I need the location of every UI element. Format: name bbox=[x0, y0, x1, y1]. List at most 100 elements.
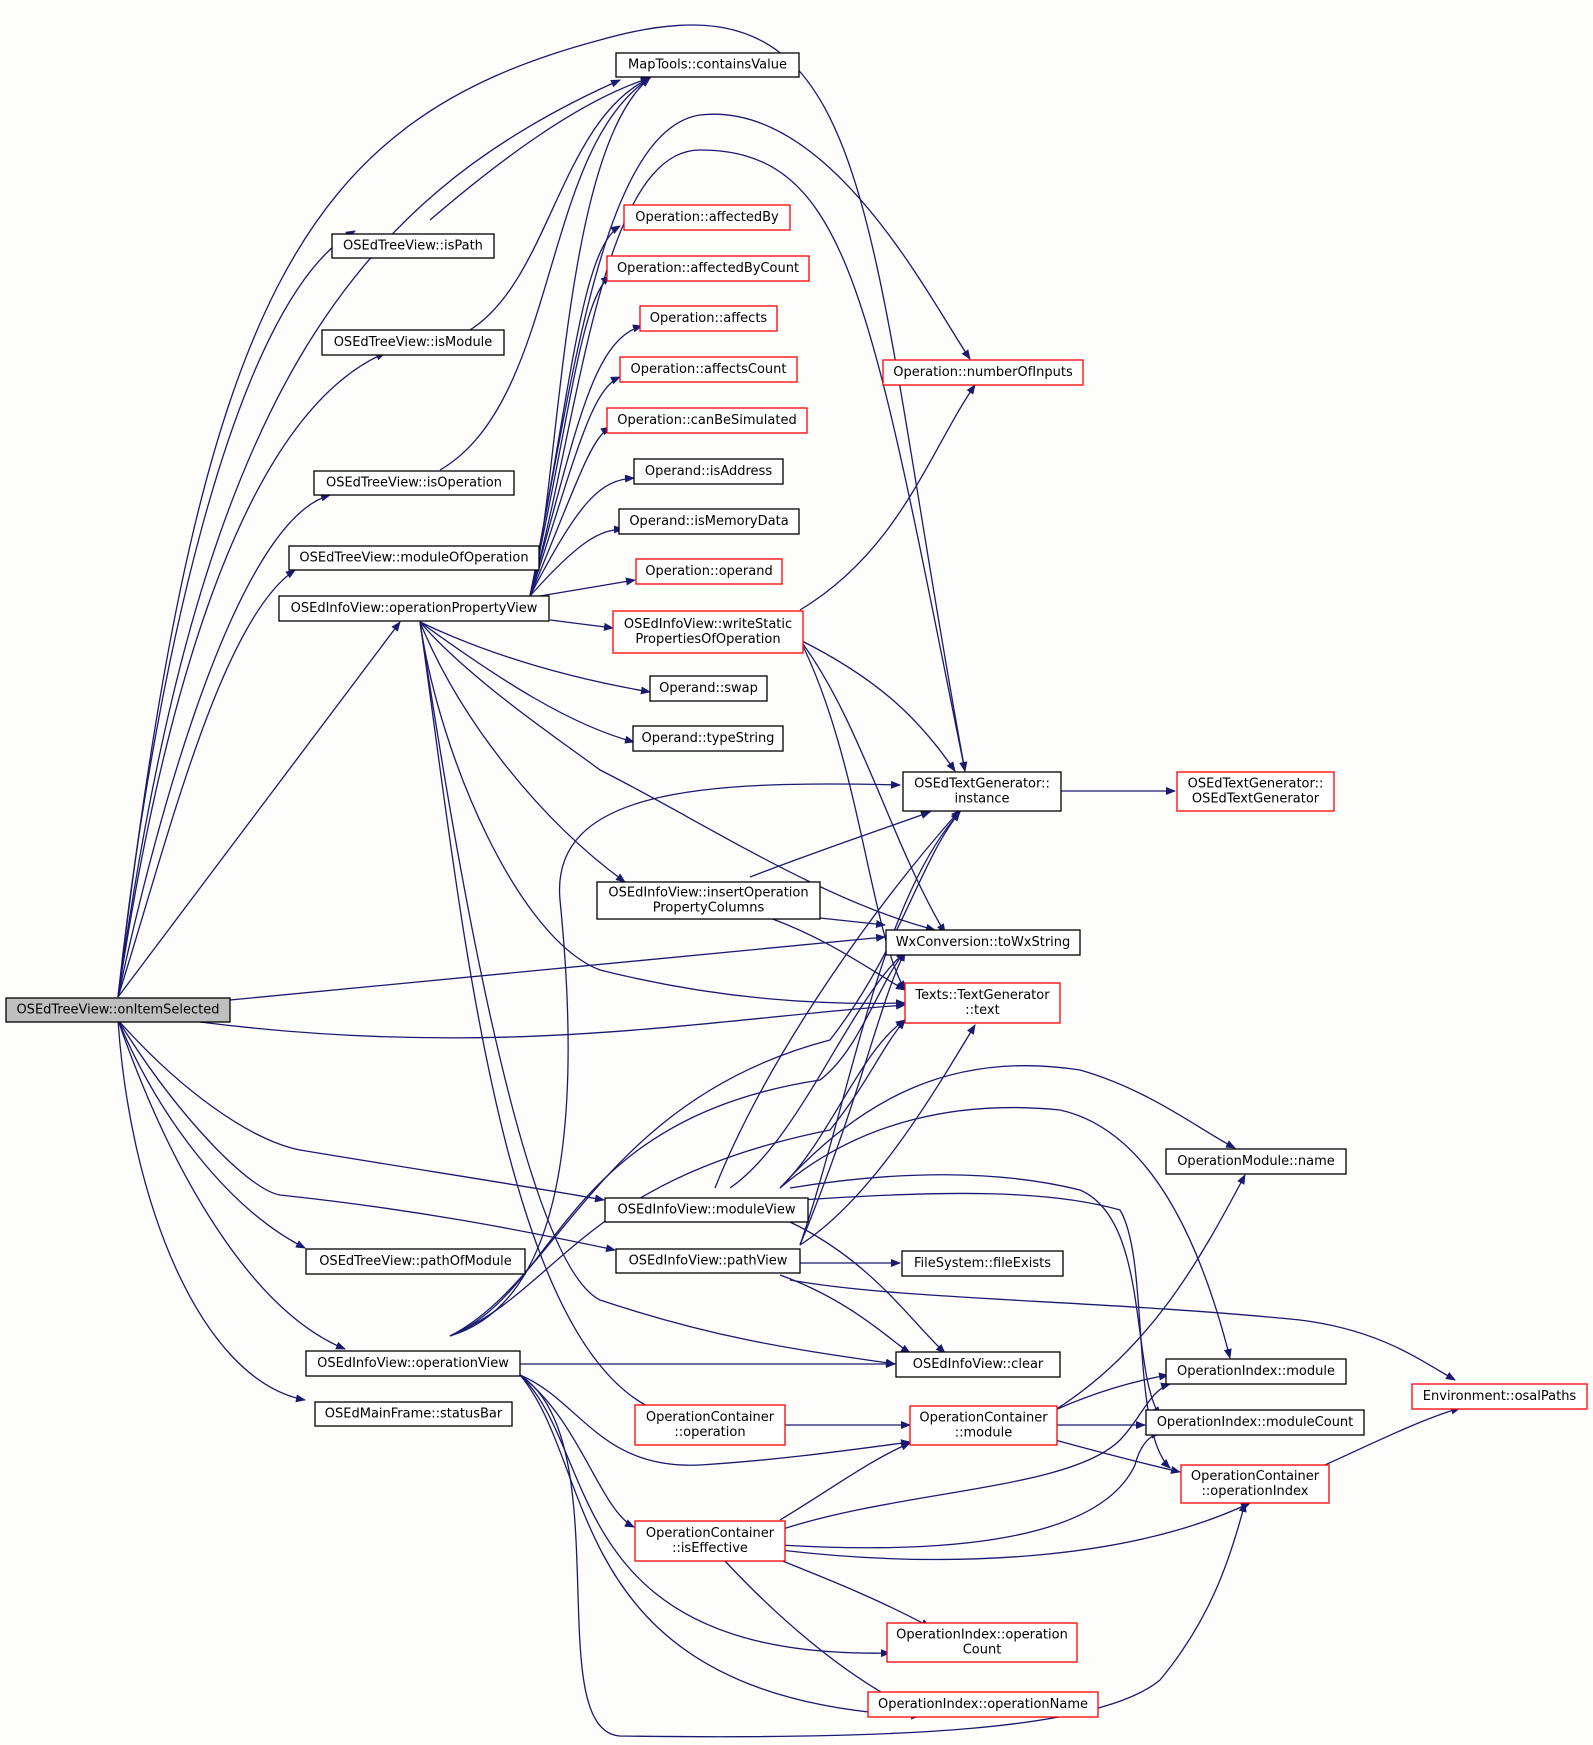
node-label: OSEdTreeView::isOperation bbox=[326, 476, 502, 491]
edge-ocModule-omName bbox=[1054, 1174, 1246, 1411]
edge-pv-textGenText bbox=[799, 1024, 976, 1246]
node-label: OSEdTreeView::moduleOfOperation bbox=[299, 551, 528, 566]
node-writeStatic[interactable]: OSEdInfoView::writeStaticPropertiesOfOpe… bbox=[612, 610, 804, 654]
node-insertColumns[interactable]: OSEdInfoView::insertOperationPropertyCol… bbox=[596, 881, 821, 920]
node-omName[interactable]: OperationModule::name bbox=[1165, 1148, 1347, 1175]
edge-ov-ocModule bbox=[519, 1374, 911, 1466]
edge-pv-clear bbox=[779, 1274, 911, 1354]
edge-ocIsEffective-oiOperationName bbox=[724, 1560, 896, 1701]
edge-ov-ocOperationIndex bbox=[519, 1374, 1247, 1738]
node-pathView[interactable]: OSEdInfoView::pathView bbox=[615, 1248, 801, 1274]
node-canBeSimulated[interactable]: Operation::canBeSimulated bbox=[606, 407, 808, 434]
edge-opv-clear bbox=[419, 621, 896, 1367]
edge-onitemselected-textGenText bbox=[199, 1001, 906, 1039]
edge-ocIsEffective-oiModule bbox=[779, 1382, 1171, 1531]
node-clear[interactable]: OSEdInfoView::clear bbox=[895, 1351, 1061, 1378]
edge-opv-writeStatic bbox=[549, 619, 614, 631]
node-toWxString[interactable]: WxConversion::toWxString bbox=[885, 929, 1081, 956]
node-ocOperation[interactable]: OperationContainer::operation bbox=[634, 1404, 786, 1446]
node-label: OSEdTreeView::onItemSelected bbox=[16, 1003, 219, 1018]
node-isAddress[interactable]: Operand::isAddress bbox=[633, 458, 784, 485]
node-label: OperationIndex::operation bbox=[896, 1628, 1068, 1643]
node-isOperation[interactable]: OSEdTreeView::isOperation bbox=[313, 470, 515, 496]
node-label: OperationContainer bbox=[919, 1411, 1048, 1426]
edge-onitemselected-containsValue bbox=[117, 79, 621, 998]
edge-opv-insertColumns bbox=[419, 621, 626, 883]
edge-onitemselected-moduleOfOperation bbox=[117, 569, 296, 998]
node-textGenText[interactable]: Texts::TextGenerator::text bbox=[904, 982, 1061, 1024]
node-affects[interactable]: Operation::affects bbox=[639, 305, 778, 332]
node-label: ::text bbox=[965, 1003, 999, 1018]
node-label: Operation::operand bbox=[645, 564, 772, 579]
edge-opv-affects bbox=[529, 324, 643, 597]
edge-mv-tgInstance bbox=[714, 809, 961, 1189]
node-label: OperationIndex::moduleCount bbox=[1157, 1415, 1354, 1430]
node-isModule[interactable]: OSEdTreeView::isModule bbox=[321, 329, 505, 356]
edge-mv-oiModule bbox=[779, 1106, 1232, 1359]
node-operand[interactable]: Operation::operand bbox=[635, 558, 783, 585]
node-label: OperationIndex::module bbox=[1177, 1364, 1335, 1379]
edge-ov-oiOperationName bbox=[519, 1374, 921, 1720]
node-pathOfModule[interactable]: OSEdTreeView::pathOfModule bbox=[305, 1248, 526, 1275]
node-oiOperationName[interactable]: OperationIndex::operationName bbox=[867, 1691, 1099, 1718]
node-numberOfInputs[interactable]: Operation::numberOfInputs bbox=[882, 359, 1084, 386]
node-oiModuleCount[interactable]: OperationIndex::moduleCount bbox=[1145, 1409, 1365, 1436]
edge-isPath-containsValue bbox=[429, 76, 651, 221]
edge-opv-textGenText bbox=[419, 621, 906, 1008]
edge-ov-toWxString bbox=[449, 951, 906, 1337]
node-label: MapTools::containsValue bbox=[628, 58, 787, 73]
node-affectedBy[interactable]: Operation::affectedBy bbox=[623, 204, 791, 231]
node-onItemSelected[interactable]: OSEdTreeView::onItemSelected bbox=[5, 997, 231, 1023]
node-label: ::operationIndex bbox=[1202, 1484, 1309, 1499]
node-operationView[interactable]: OSEdInfoView::operationView bbox=[305, 1350, 521, 1377]
node-label: Operand::isMemoryData bbox=[629, 514, 788, 529]
node-label: OSEdTreeView::isPath bbox=[343, 239, 483, 254]
node-ocModule[interactable]: OperationContainer::module bbox=[909, 1405, 1058, 1446]
edge-ocIsEffective-ocOperationIndex bbox=[779, 1502, 1251, 1561]
node-label: PropertyColumns bbox=[653, 901, 765, 916]
node-label: ::module bbox=[955, 1426, 1012, 1441]
node-isMemoryData[interactable]: Operand::isMemoryData bbox=[618, 508, 800, 535]
edge-ocIsEffective-oiOperationCount bbox=[779, 1559, 931, 1628]
node-tgInstance[interactable]: OSEdTextGenerator::instance bbox=[902, 771, 1062, 812]
node-moduleOfOperation[interactable]: OSEdTreeView::moduleOfOperation bbox=[288, 545, 540, 571]
node-containsValue[interactable]: MapTools::containsValue bbox=[615, 52, 800, 78]
node-layer: OSEdTreeView::onItemSelected OSEdTreeVie… bbox=[5, 52, 1588, 1718]
edge-insert-tgInstance bbox=[749, 811, 931, 878]
edge-ocModule-oiModule bbox=[1054, 1372, 1169, 1411]
edge-writeStatic-numberOfInputs bbox=[799, 384, 976, 611]
edge-opv-tgInstance bbox=[529, 149, 968, 772]
edge-onitemselected-isModule bbox=[117, 352, 386, 998]
node-ocOperationIndex[interactable]: OperationContainer::operationIndex bbox=[1180, 1464, 1330, 1504]
edge-opv-isAddress bbox=[529, 474, 635, 597]
node-label: OSEdInfoView::insertOperation bbox=[608, 886, 808, 901]
node-label: OSEdTreeView::isModule bbox=[334, 335, 493, 350]
node-affectsCount[interactable]: Operation::affectsCount bbox=[619, 356, 798, 383]
node-statusBar[interactable]: OSEdMainFrame::statusBar bbox=[314, 1401, 513, 1427]
node-moduleView[interactable]: OSEdInfoView::moduleView bbox=[604, 1197, 809, 1223]
node-swap[interactable]: Operand::swap bbox=[649, 675, 768, 702]
edge-opv-typeString bbox=[419, 621, 635, 744]
node-label: OSEdTextGenerator:: bbox=[1188, 777, 1324, 792]
edge-ov-oiOperationCount bbox=[519, 1374, 891, 1658]
node-operationPropertyView[interactable]: OSEdInfoView::operationPropertyView bbox=[278, 595, 550, 622]
node-label: Operation::numberOfInputs bbox=[893, 365, 1073, 380]
node-tgCtor[interactable]: OSEdTextGenerator::OSEdTextGenerator bbox=[1176, 771, 1335, 812]
edge-writeStatic-toWxString bbox=[799, 639, 946, 934]
edge-layer bbox=[117, 24, 1461, 1738]
node-fileExists[interactable]: FileSystem::fileExists bbox=[901, 1250, 1064, 1277]
node-isPath[interactable]: OSEdTreeView::isPath bbox=[331, 233, 495, 259]
node-osalPaths[interactable]: Environment::osalPaths bbox=[1411, 1383, 1588, 1410]
node-label: Operand::typeString bbox=[642, 731, 775, 746]
node-oiModule[interactable]: OperationIndex::module bbox=[1165, 1358, 1347, 1385]
edge-opv-canBeSimulated bbox=[529, 426, 611, 597]
node-label: ::operation bbox=[674, 1425, 745, 1440]
node-label: Count bbox=[963, 1643, 1002, 1658]
node-label: instance bbox=[954, 792, 1009, 807]
node-typeString[interactable]: Operand::typeString bbox=[632, 725, 784, 752]
node-ocIsEffective[interactable]: OperationContainer::isEffective bbox=[634, 1520, 786, 1562]
edge-ocIsEffective-oiModuleCount bbox=[779, 1430, 1161, 1549]
edge-onitemselected-pathView bbox=[117, 1019, 616, 1253]
node-affectedByCount[interactable]: Operation::affectedByCount bbox=[606, 255, 810, 282]
